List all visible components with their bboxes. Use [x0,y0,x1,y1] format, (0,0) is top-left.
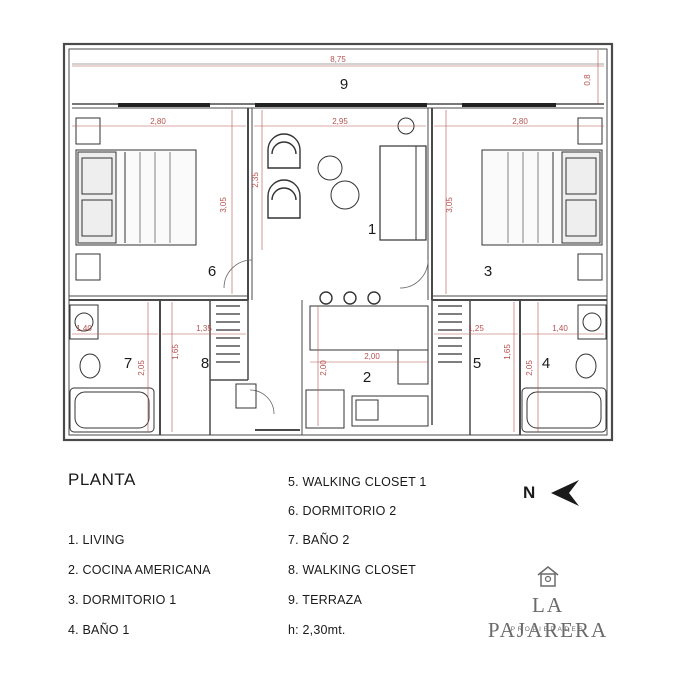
inner-wall [68,48,608,436]
legend-item-6: 6. DORMITORIO 2 [288,504,397,518]
dim-closet-left-depth: 1,65 [171,344,180,360]
bed-left [75,149,197,246]
room-number-bedroom1: 3 [484,263,492,280]
dim-right-bedroom-width: 2,80 [512,117,528,126]
dim-bath2-width: 1,40 [76,324,92,333]
nightstand [577,117,603,145]
dim-kitchen-depth: 2,00 [319,360,328,376]
room-number-terrace: 9 [340,76,348,93]
interior-walls [69,108,607,435]
dim-total-width: 8,75 [330,55,346,64]
legend-item-5: 5. WALKING CLOSET 1 [288,475,427,489]
dim-closet-right-depth: 1,65 [503,344,512,360]
sliding-door-left [118,103,210,107]
nightstand [577,253,603,281]
dim-bath1-width: 1,40 [552,324,568,333]
dim-bath1-depth: 2,05 [525,360,534,376]
fridge [305,389,345,429]
door-swings [223,259,429,415]
brand-logo: LA PAJARERA PROPIEDADES [478,560,618,642]
kitchen-counter [351,395,429,427]
closet-left-rails [216,305,240,363]
bar-stools [319,291,381,305]
room-number-bath1: 4 [542,355,550,372]
legend-title: PLANTA [68,470,136,489]
nightstand [75,117,101,145]
north-indicator: N [523,478,585,508]
dim-left-bedroom-width: 2,80 [150,117,166,126]
coffee-table [317,155,343,181]
washing-machine [235,383,257,409]
room-number-living: 1 [368,221,376,238]
dim-bath2-depth: 2,05 [137,360,146,376]
brand-subtitle: PROPIEDADES [510,626,586,633]
dim-closet-right-width: 1,25 [468,324,484,333]
armchairs [267,133,301,219]
nightstand [75,253,101,281]
bed-right [481,149,603,246]
sink [355,399,379,421]
room-number-closet1: 5 [473,355,481,372]
dim-left-bedroom-depth: 3,05 [219,197,228,213]
bath2-fixtures [69,304,155,433]
sofa-back [415,145,427,241]
north-arrow-icon [551,480,579,506]
legend-item-7: 7. BAÑO 2 [288,533,350,547]
legend-item-8: 8. WALKING CLOSET [288,563,416,577]
dim-terrace-depth: 0,8 [583,74,592,86]
room-number-bath2: 7 [124,355,132,372]
sliding-door-center [255,103,427,107]
dim-living-width: 2,95 [332,117,348,126]
legend-item-1: 1. LIVING [68,533,125,547]
outer-wall [62,42,614,442]
coffee-table [330,180,360,210]
floor-plan: 8,75 0,8 2,80 2,95 2,80 2,35 3,05 3,05 1… [62,42,614,442]
height-note: h: 2,30mt. [288,623,346,637]
bath1-fixtures [521,304,607,433]
dim-closet-left-width: 1,35 [196,324,212,333]
birdhouse-icon [537,566,559,587]
dimension-lines [72,110,604,432]
legend-item-3: 3. DORMITORIO 1 [68,593,177,607]
brand-name: LA PAJARERA [487,593,609,642]
north-letter: N [523,483,536,502]
legend-item-2: 2. COCINA AMERICANA [68,563,211,577]
dim-living-depth: 2,35 [251,172,260,188]
sofa [379,145,427,241]
legend-item-9: 9. TERRAZA [288,593,363,607]
dim-kitchen-width: 2,00 [364,352,380,361]
closet-right-rails [438,305,462,363]
room-number-closet2: 8 [201,355,209,372]
room-number-kitchen: 2 [363,369,371,386]
dim-right-bedroom-depth: 3,05 [445,197,454,213]
sliding-door-right [462,103,556,107]
kitchen-island [309,305,429,351]
room-number-bedroom2: 6 [208,263,216,280]
legend-item-4: 4. BAÑO 1 [68,623,130,637]
cooktop [397,349,429,385]
